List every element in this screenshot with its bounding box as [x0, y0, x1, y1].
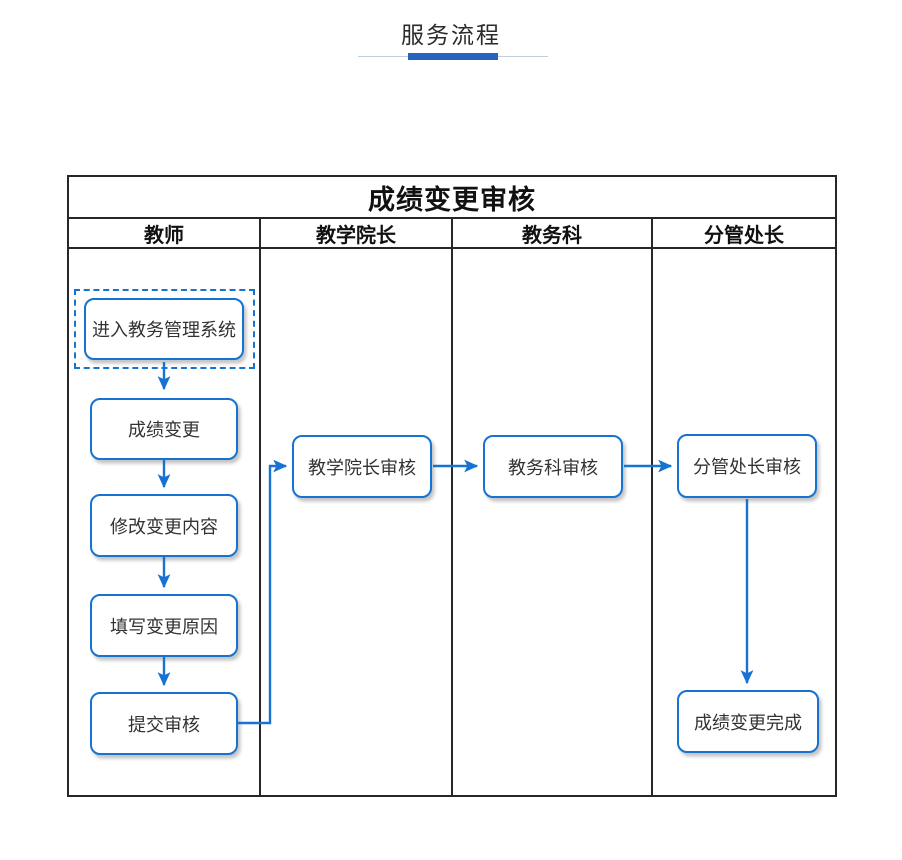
lane-header-director: 分管处长	[704, 224, 784, 247]
flow-node-enter-system: 进入教务管理系统	[84, 298, 244, 360]
flow-node-change-done: 成绩变更完成	[677, 690, 819, 753]
flow-node-director-review: 分管处长审核	[677, 434, 817, 498]
flow-node-fill-reason: 填写变更原因	[90, 594, 238, 657]
lane-divider	[651, 249, 653, 795]
flow-node-submit-review: 提交审核	[90, 692, 238, 755]
lane-divider	[259, 249, 261, 795]
lane-divider	[451, 249, 453, 795]
title-underline	[358, 53, 548, 60]
flow-node-office-review: 教务科审核	[483, 435, 623, 498]
title-underline-accent	[408, 53, 498, 60]
lane-header-dean: 教学院长	[261, 219, 453, 247]
lane-header-teacher: 教师	[69, 219, 261, 247]
lane-header-office: 教务科	[453, 219, 653, 247]
flow-node-grade-change: 成绩变更	[90, 398, 238, 460]
flow-node-dean-review: 教学院长审核	[292, 435, 432, 498]
lane-header-row: 教师 教学院长 教务科 分管处长	[69, 219, 835, 249]
page-title: 服务流程	[401, 22, 501, 48]
flowchart-title: 成绩变更审核	[69, 177, 835, 219]
flow-node-modify-content: 修改变更内容	[90, 494, 238, 557]
